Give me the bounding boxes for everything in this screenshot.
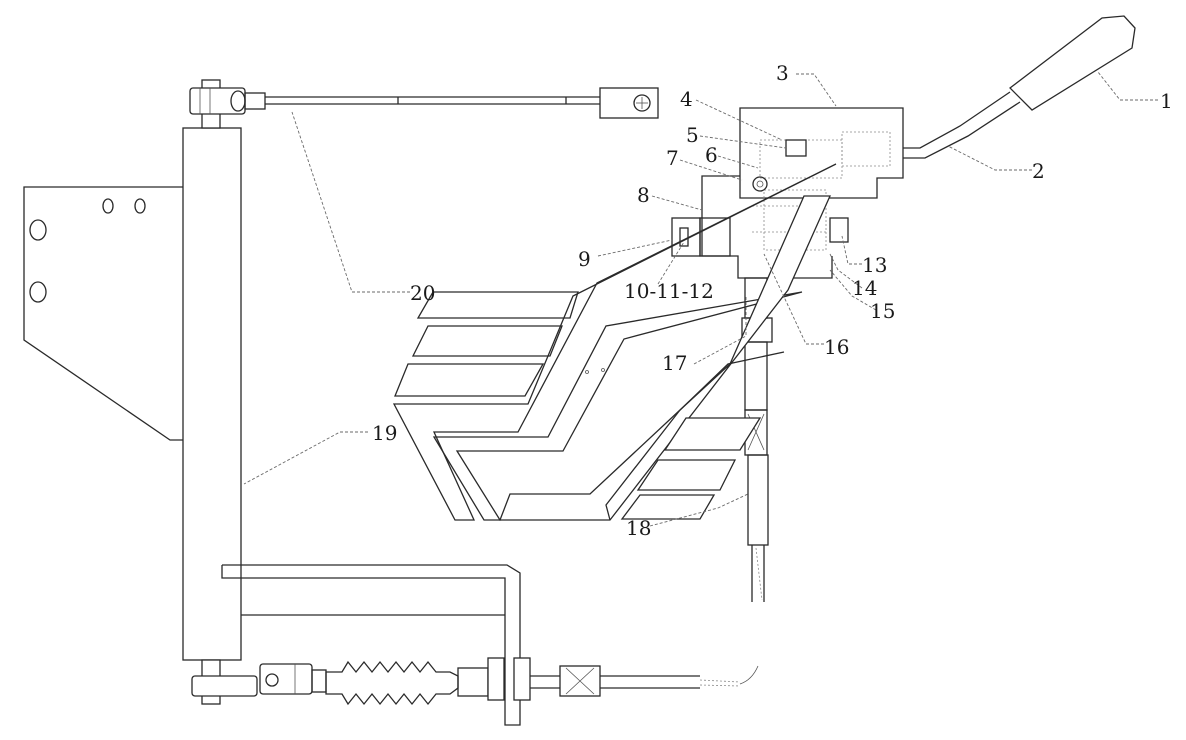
bellows-boot: [325, 657, 601, 706]
callout-18: 18: [626, 516, 651, 540]
callout-9: 9: [578, 247, 591, 271]
gearbox-housing: [671, 107, 904, 279]
callout-19: 19: [372, 421, 397, 445]
callout-2: 2: [1032, 159, 1045, 183]
callout-3: 3: [776, 61, 789, 85]
bottom-clevis-joint: [191, 659, 327, 705]
leader-lines: [243, 71, 1158, 527]
callout-7: 7: [666, 146, 679, 170]
callout-17: 17: [662, 351, 687, 375]
shift-lever-handle: [903, 15, 1136, 159]
callout-14: 14: [852, 276, 877, 300]
callout-15: 15: [870, 299, 895, 323]
callout-1: 1: [1160, 89, 1173, 113]
top-linkage-rod: [265, 87, 659, 119]
callout-5: 5: [686, 123, 699, 147]
watermark-logo: [392, 163, 837, 521]
callout-16: 16: [824, 335, 849, 359]
callout-20: 20: [410, 281, 435, 305]
bottom-cable: [600, 665, 759, 689]
top-clevis-joint: [189, 79, 266, 129]
callout-labels: 1 2 3 4 5 6 7 8 9 10-11-12 13 14 15 16 1…: [372, 61, 1173, 540]
callout-4: 4: [680, 87, 693, 111]
callout-6: 6: [705, 143, 718, 167]
mounting-bracket: [23, 186, 183, 441]
callout-13: 13: [862, 253, 887, 277]
callout-8: 8: [637, 183, 650, 207]
callout-10-11-12: 10-11-12: [624, 279, 714, 303]
lower-l-bracket: [221, 564, 521, 726]
